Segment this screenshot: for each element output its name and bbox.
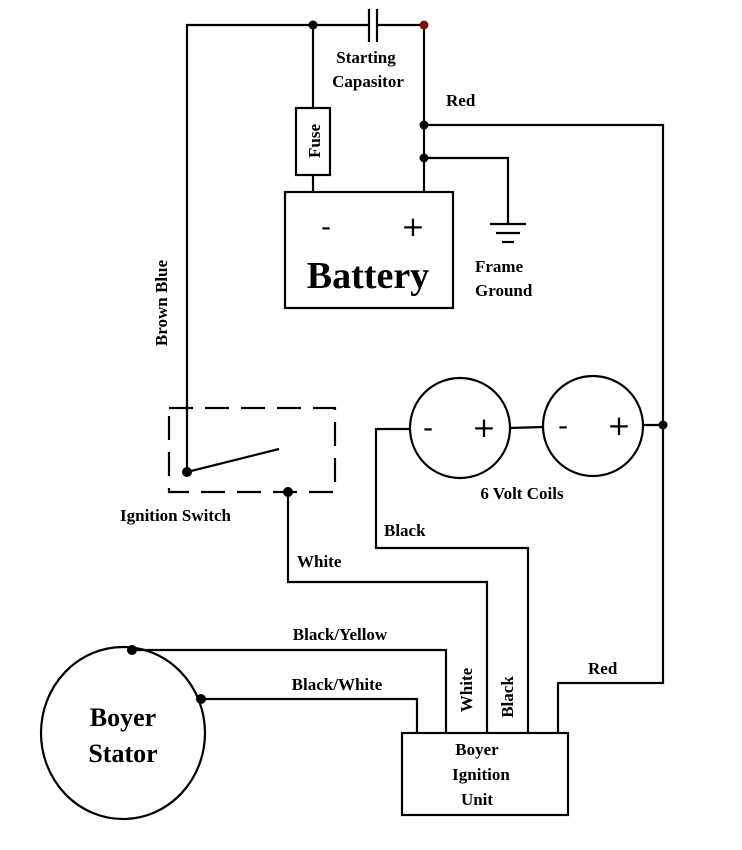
junction-dot bbox=[419, 153, 429, 163]
ignition-unit-label: Ignition bbox=[452, 765, 510, 784]
coil-2-plus: + bbox=[607, 409, 630, 442]
black-wire-label: Black bbox=[384, 521, 426, 540]
coil-1-plus: + bbox=[472, 411, 495, 444]
capacitor-label: Capasitor bbox=[332, 72, 404, 91]
junction-dot bbox=[419, 120, 429, 130]
black-wire bbox=[374, 427, 530, 733]
red-wire bbox=[424, 123, 665, 733]
stator-label: Boyer bbox=[90, 703, 156, 732]
boyer-stator bbox=[39, 645, 207, 821]
stator-terminal-dot bbox=[196, 694, 206, 704]
switch-lever bbox=[186, 447, 280, 474]
ground-label: Ground bbox=[475, 281, 533, 300]
white-wire-label: White bbox=[297, 552, 342, 571]
stator-label: Stator bbox=[88, 739, 157, 768]
coils-label: 6 Volt Coils bbox=[480, 484, 564, 503]
battery-plus: + bbox=[401, 210, 424, 243]
ground-label: Frame bbox=[475, 257, 524, 276]
coil-link-wire bbox=[509, 425, 544, 430]
red-unit-label: Red bbox=[588, 659, 618, 678]
stator-terminal-dot bbox=[127, 645, 137, 655]
ignition-unit-label: Unit bbox=[461, 790, 493, 809]
switch-pivot-dot bbox=[182, 467, 192, 477]
black-white-wire bbox=[201, 697, 419, 733]
black-white-label: Black/White bbox=[292, 675, 383, 694]
ignition-switch bbox=[167, 406, 337, 494]
fuse-label: Fuse bbox=[305, 124, 324, 158]
white-wire bbox=[286, 492, 489, 733]
ground-icon bbox=[490, 222, 526, 244]
battery-minus: - bbox=[321, 210, 331, 243]
brown-blue-label: Brown Blue bbox=[152, 259, 171, 346]
ignition-unit-label: Boyer bbox=[455, 740, 499, 759]
coil-2-minus: - bbox=[558, 409, 568, 442]
capacitor-label: Starting bbox=[336, 48, 396, 67]
battery bbox=[283, 190, 455, 310]
white-unit-label: White bbox=[457, 667, 476, 712]
boyer-ignition-unit bbox=[400, 731, 570, 817]
black-unit-label: Black bbox=[498, 676, 517, 718]
black-yellow-wire bbox=[132, 648, 448, 733]
junction-dot bbox=[658, 420, 668, 430]
red-wire-label: Red bbox=[446, 91, 476, 110]
capacitor-node-dot bbox=[419, 20, 429, 30]
battery-label: Battery bbox=[307, 255, 429, 297]
ground-wire bbox=[424, 156, 510, 224]
coil-1-minus: - bbox=[423, 411, 433, 444]
black-yellow-label: Black/Yellow bbox=[293, 625, 388, 644]
brown-blue-wire bbox=[185, 23, 369, 472]
ignition-switch-label: Ignition Switch bbox=[120, 506, 232, 525]
